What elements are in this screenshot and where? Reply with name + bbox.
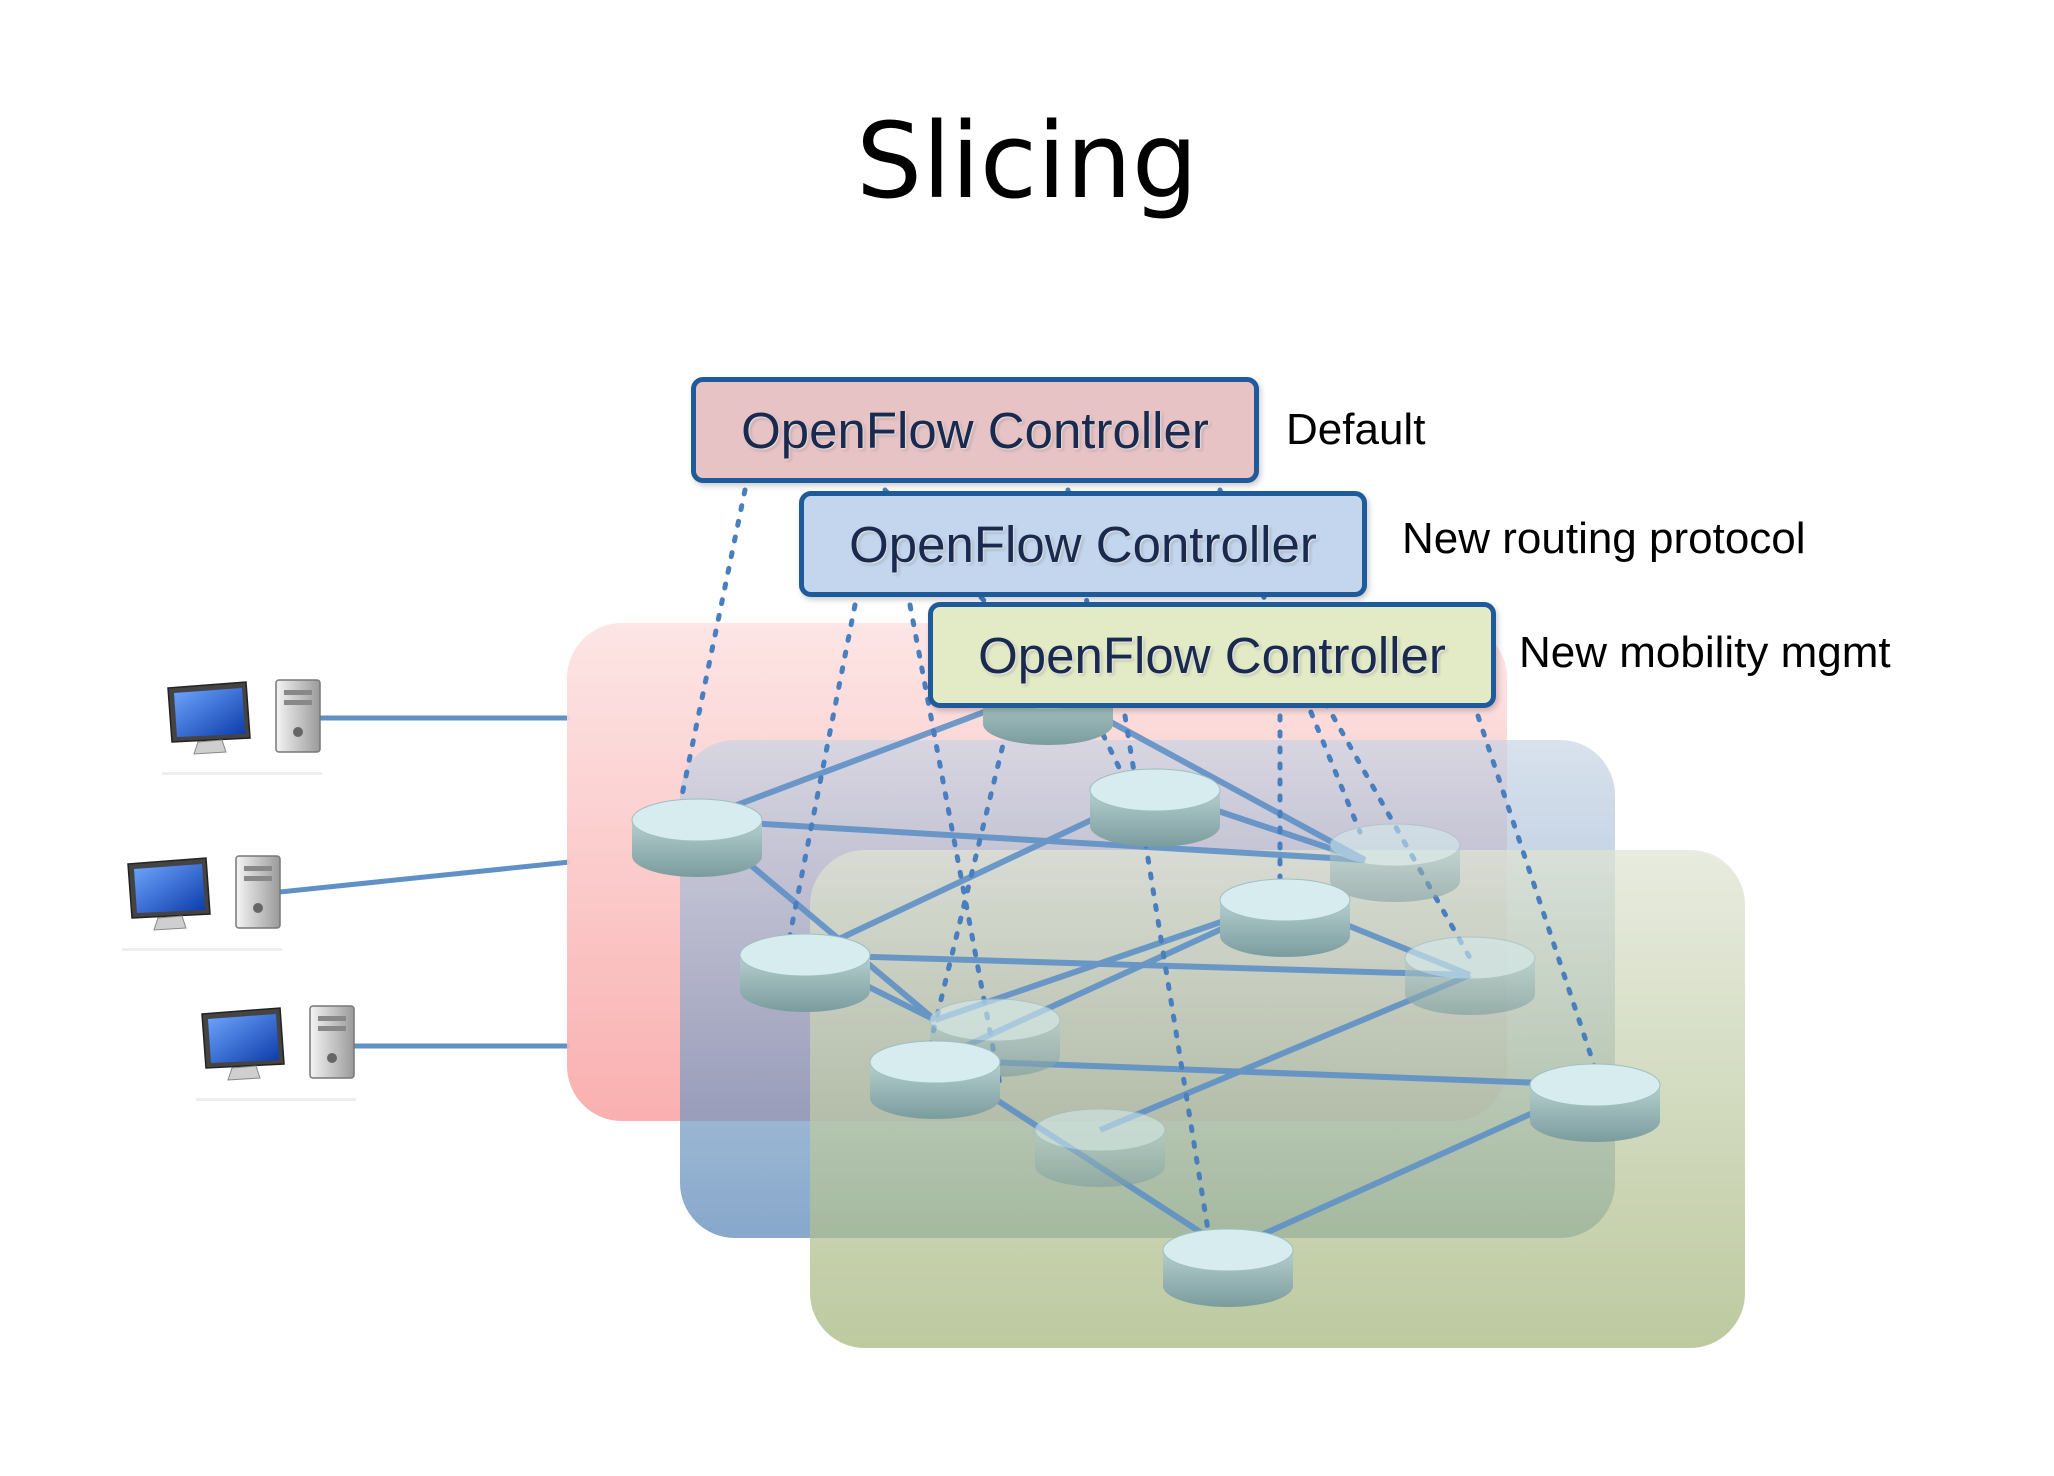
switch-node	[1034, 1108, 1166, 1187]
link	[1098, 972, 1472, 1133]
controller-mobility: OpenFlow Controller	[928, 602, 1496, 708]
switch-node	[1404, 936, 1536, 1015]
desktop-computer-icon	[122, 855, 282, 951]
switch-node	[1329, 823, 1461, 902]
switch-node	[1219, 878, 1351, 957]
switch-node	[1162, 1228, 1294, 1307]
switch-node	[1529, 1063, 1661, 1142]
slice-label-routing: New routing protocol	[1402, 514, 1806, 563]
slide-title: Slicing	[856, 100, 1198, 222]
slice-label-mobility: New mobility mgmt	[1519, 628, 1891, 677]
host-links	[269, 715, 571, 1049]
desktop-computer-icon	[162, 679, 322, 775]
switch-node	[869, 1040, 1001, 1119]
slice-label-default: Default	[1286, 405, 1426, 454]
link	[696, 817, 1366, 863]
controller-default: OpenFlow Controller	[691, 377, 1259, 483]
control-link	[1122, 713, 1211, 1233]
control-link	[1475, 713, 1598, 1071]
switch-node	[631, 798, 763, 877]
control-link	[907, 602, 1003, 1088]
switch-nodes	[631, 666, 1661, 1307]
switch-node	[739, 933, 871, 1012]
host-link	[269, 859, 571, 896]
controller-routing: OpenFlow Controller	[799, 491, 1367, 597]
desktop-computer-icon	[196, 1005, 356, 1101]
control-link	[677, 487, 748, 808]
switch-node	[1089, 768, 1221, 847]
